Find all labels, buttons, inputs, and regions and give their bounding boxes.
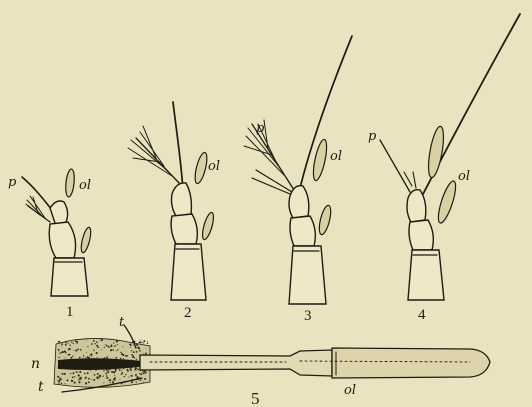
fig5-label-n: n xyxy=(31,356,40,372)
fig3-basal-segment xyxy=(289,246,326,304)
fig1-label-p: p xyxy=(8,175,17,190)
section-figure-5 xyxy=(54,325,490,392)
fig1-olfactory-club-lower xyxy=(79,227,92,254)
fig2-olfactory-club-lower xyxy=(200,211,215,240)
fig3-label-p: p xyxy=(256,121,265,136)
fig1-basal-segment xyxy=(51,258,88,296)
antenna-figure-2 xyxy=(128,102,216,300)
fig4-segment-2 xyxy=(409,220,433,250)
fig5-stalk xyxy=(140,350,332,376)
fig5-number: 5 xyxy=(251,389,260,407)
fig1-segment-2 xyxy=(49,222,75,258)
antenna-figure-3 xyxy=(244,36,352,304)
fig2-segment-2 xyxy=(171,214,197,244)
fig1-number: 1 xyxy=(66,304,74,320)
fig3-side-setae xyxy=(252,170,292,194)
fig3-number: 3 xyxy=(304,308,312,324)
fig2-number: 2 xyxy=(184,305,192,321)
fig2-plumose-seta xyxy=(128,126,180,184)
fig5-label-t-bottom: t xyxy=(38,379,44,395)
antenna-figure-4 xyxy=(380,14,520,300)
fig2-bristle xyxy=(173,102,183,190)
fig3-bristle xyxy=(300,36,352,188)
fig4-label-ol: ol xyxy=(458,169,470,184)
fig3-tip-segment xyxy=(289,186,309,218)
fig4-number: 4 xyxy=(418,307,426,323)
fig5-club xyxy=(332,348,490,378)
fig4-label-p: p xyxy=(368,129,377,144)
fig4-seta xyxy=(380,140,410,192)
fig2-label-ol: ol xyxy=(208,159,220,174)
fig2-tip-segment xyxy=(172,183,192,216)
fig1-plumose-seta xyxy=(26,196,50,222)
fig4-basal-segment xyxy=(408,250,444,300)
fig5-label-t-top: t xyxy=(119,315,125,330)
fig4-olfactory-club xyxy=(426,125,447,178)
fig3-olfactory-club-lower xyxy=(317,204,333,235)
fig4-tip-segment xyxy=(407,190,426,222)
fig5-label-ol: ol xyxy=(344,383,356,398)
fig1-label-ol: ol xyxy=(79,178,91,193)
fig3-segment-2 xyxy=(290,216,315,246)
fig2-basal-segment xyxy=(171,244,206,300)
fig3-olfactory-club xyxy=(311,138,330,181)
fig3-plumose-seta xyxy=(244,120,294,190)
fig4-olfactory-club-lower xyxy=(435,179,459,224)
fig2-olfactory-club xyxy=(193,151,209,184)
fig3-label-ol: ol xyxy=(330,149,342,164)
fig1-olfactory-club xyxy=(65,169,76,198)
